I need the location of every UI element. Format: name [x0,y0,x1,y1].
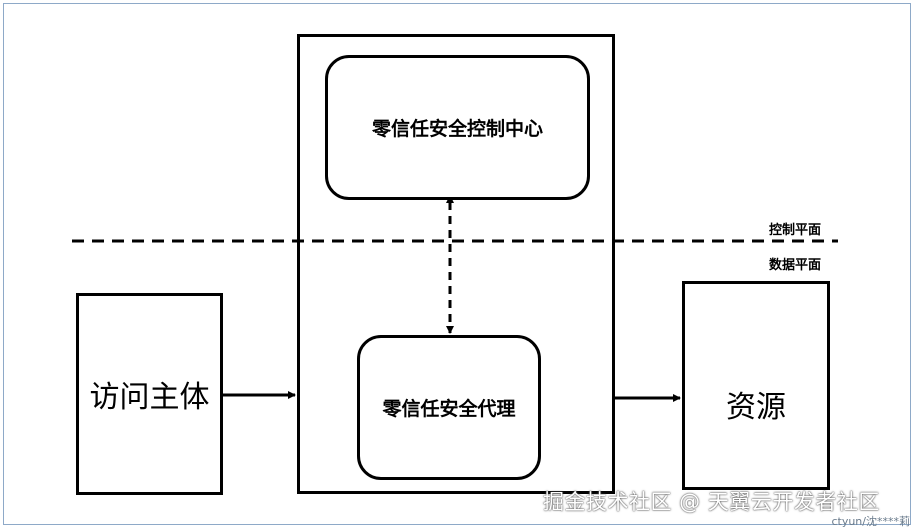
zero-trust-container [297,34,615,494]
access-subject: 访问主体 [76,293,223,495]
data-plane-label: 数据平面 [769,258,822,273]
resource: 资源 [682,281,830,490]
zero-trust-control-center: 零信任安全控制中心 [325,55,590,200]
image-frame [3,3,911,525]
user-tag: ctyun/沈****莉 [831,515,910,528]
control-plane-label: 控制平面 [769,223,822,238]
watermark: 掘金技术社区 @ 天翼云开发者社区 [543,490,880,514]
zero-trust-proxy: 零信任安全代理 [357,335,541,480]
